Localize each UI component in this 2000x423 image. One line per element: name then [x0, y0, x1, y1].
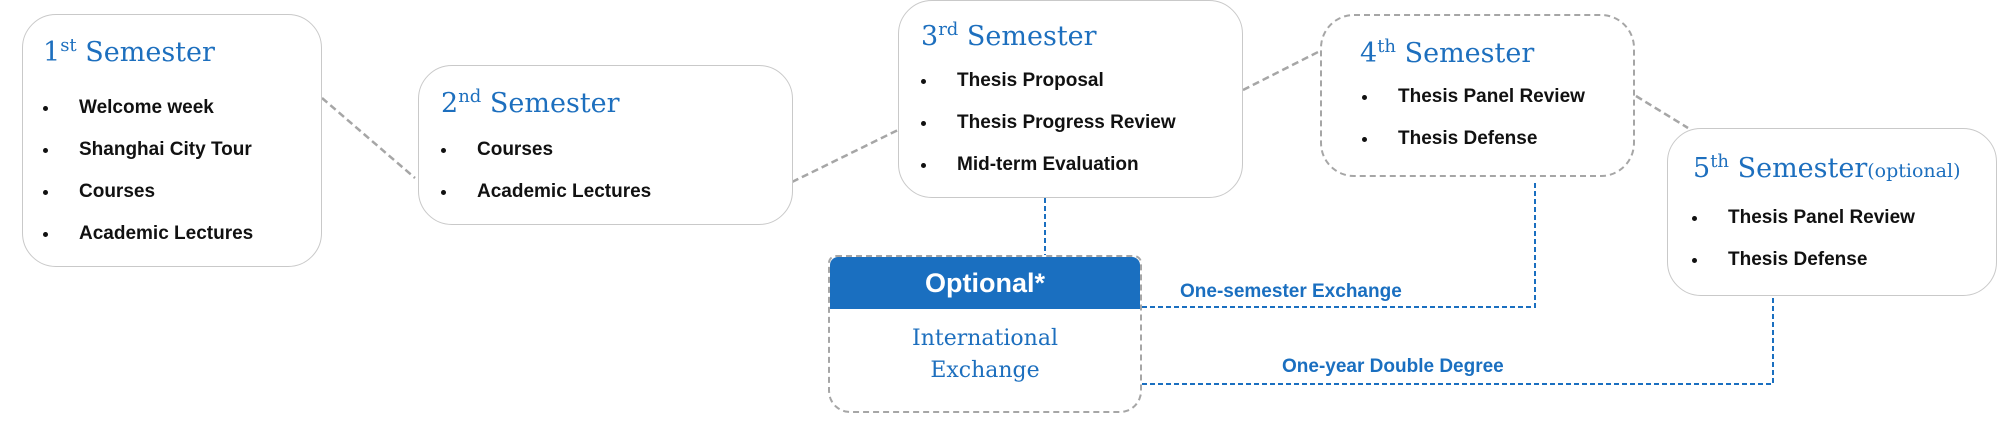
connector-sem3-sem4 [1242, 48, 1323, 92]
semester-4-list: Thesis Panel Review Thesis Defense [1360, 76, 1585, 160]
list-item: Thesis Panel Review [1360, 76, 1585, 118]
list-item: Welcome week [41, 87, 253, 129]
list-item: Thesis Defense [1360, 118, 1585, 160]
list-item: Academic Lectures [439, 171, 651, 213]
optional-line-2: Exchange [930, 358, 1040, 383]
connector-one-semester-exchange [1142, 180, 1536, 308]
list-item: Thesis Progress Review [919, 102, 1176, 144]
semester-4-title: 4th Semester [1360, 36, 1535, 70]
semester-2-box: 2nd Semester Courses Academic Lectures [418, 65, 793, 225]
list-item: Mid-term Evaluation [919, 144, 1176, 186]
optional-line-1: International [912, 326, 1058, 351]
connector-one-year-double-degree [1142, 296, 1774, 385]
optional-header: Optional* [830, 257, 1140, 309]
list-item: Shanghai City Tour [41, 129, 253, 171]
semester-4-box: 4th Semester Thesis Panel Review Thesis … [1320, 14, 1635, 177]
connector-sem1-sem2 [321, 97, 416, 179]
semester-2-list: Courses Academic Lectures [439, 129, 651, 213]
list-item: Thesis Defense [1690, 239, 1915, 281]
list-item: Courses [41, 171, 253, 213]
optional-exchange-box: Optional* International Exchange [828, 255, 1142, 413]
list-item: Courses [439, 129, 651, 171]
semester-3-title: 3rd Semester [921, 19, 1097, 53]
list-item: Academic Lectures [41, 213, 253, 255]
semester-5-title: 5th Semester(optional) [1693, 151, 1961, 185]
semester-3-list: Thesis Proposal Thesis Progress Review M… [919, 60, 1176, 186]
semester-1-title: 1st Semester [43, 35, 215, 69]
one-semester-exchange-label: One-semester Exchange [1180, 281, 1402, 302]
semester-3-box: 3rd Semester Thesis Proposal Thesis Prog… [898, 0, 1243, 198]
semester-5-box: 5th Semester(optional) Thesis Panel Revi… [1667, 128, 1997, 296]
list-item: Thesis Proposal [919, 60, 1176, 102]
optional-note: (optional) [1867, 160, 1961, 182]
connector-sem2-sem3 [791, 128, 899, 184]
semester-1-box: 1st Semester Welcome week Shanghai City … [22, 14, 322, 267]
semester-2-title: 2nd Semester [441, 86, 620, 120]
one-year-double-degree-label: One-year Double Degree [1282, 356, 1504, 377]
list-item: Thesis Panel Review [1690, 197, 1915, 239]
semester-1-list: Welcome week Shanghai City Tour Courses … [41, 87, 253, 255]
connector-sem4-sem5 [1635, 94, 1689, 130]
optional-body: International Exchange [830, 323, 1140, 387]
semester-5-list: Thesis Panel Review Thesis Defense [1690, 197, 1915, 281]
